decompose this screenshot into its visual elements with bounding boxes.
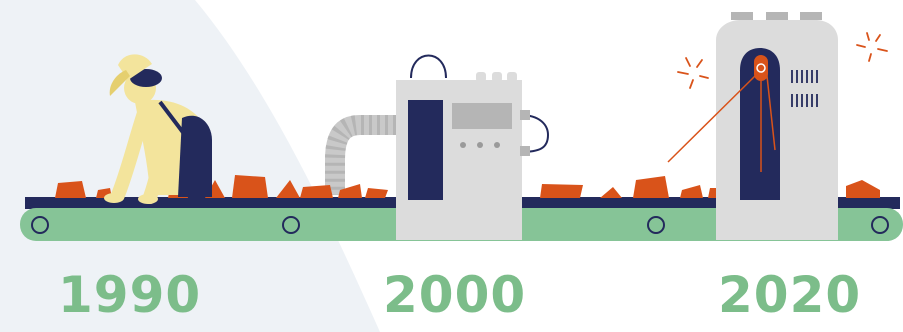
year-2000: 2000 (383, 270, 526, 320)
machine-icon (396, 72, 530, 240)
year-2020: 2020 (718, 270, 861, 320)
year-1990: 1990 (58, 270, 201, 320)
